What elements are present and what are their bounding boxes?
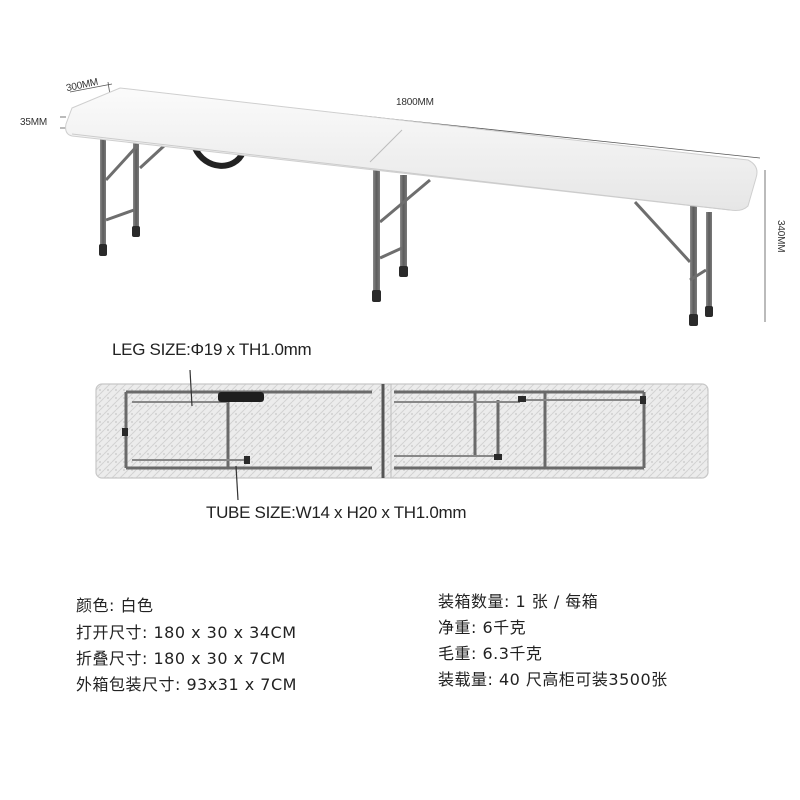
bench-open-illustration bbox=[60, 81, 766, 326]
tabletop bbox=[65, 87, 758, 211]
bench-legs bbox=[99, 133, 713, 326]
spec-gross-weight: 毛重: 6.3千克 bbox=[438, 644, 543, 663]
spec-pack-quantity: 装箱数量: 1 张 / 每箱 bbox=[438, 592, 599, 611]
height-dimension-label: 340MM bbox=[775, 220, 786, 253]
length-dimension-label: 1800MM bbox=[396, 97, 434, 108]
spec-carton-size: 外箱包装尺寸: 93x31 x 7CM bbox=[76, 675, 297, 694]
spec-net-weight: 净重: 6千克 bbox=[438, 618, 527, 637]
folded-handle bbox=[218, 392, 264, 402]
spec-container-load: 装载量: 40 尺高柜可装3500张 bbox=[438, 670, 668, 689]
spec-folded-size: 折叠尺寸: 180 x 30 x 7CM bbox=[76, 649, 286, 668]
tube-size-callout: TUBE SIZE:W14 x H20 x TH1.0mm bbox=[206, 503, 467, 522]
bench-folded-illustration bbox=[95, 370, 709, 501]
thickness-dimension-label: 35MM bbox=[20, 117, 47, 128]
carry-handle bbox=[192, 146, 246, 169]
leg-size-callout: LEG SIZE:Φ19 x TH1.0mm bbox=[112, 340, 312, 359]
spec-open-size: 打开尺寸: 180 x 30 x 34CM bbox=[76, 623, 297, 642]
spec-color: 颜色: 白色 bbox=[76, 596, 154, 615]
